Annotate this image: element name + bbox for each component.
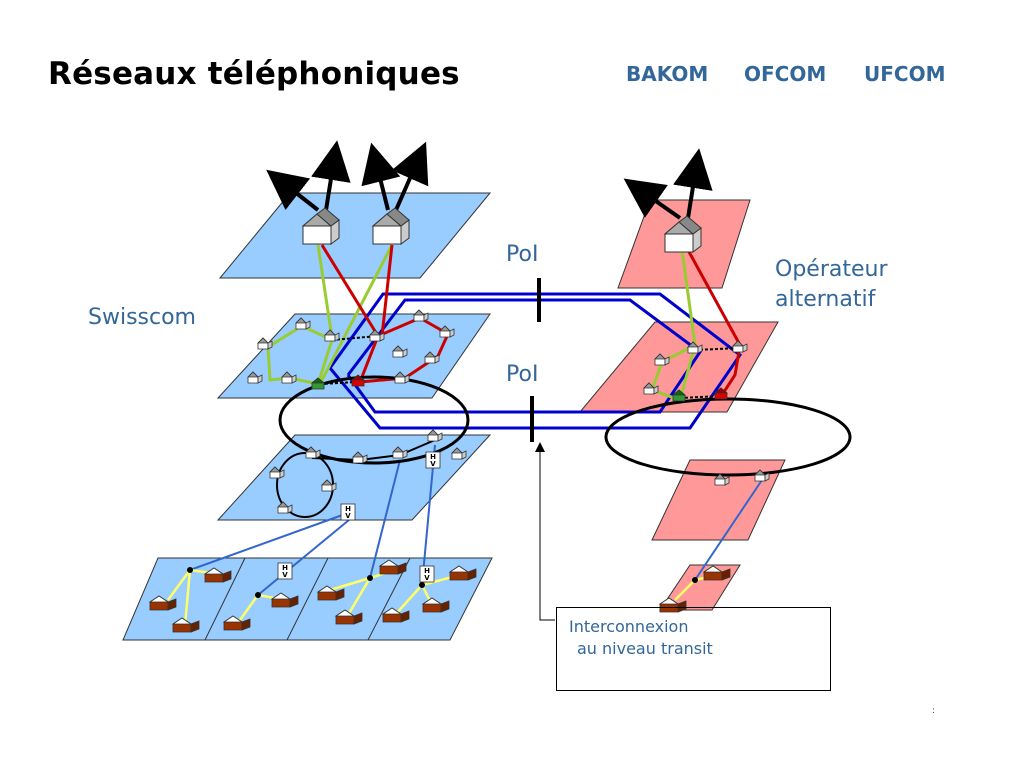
local-links [189, 439, 763, 596]
swisscom-plane-international [218, 192, 492, 279]
operator-label-line2: alternatif [775, 287, 876, 312]
swisscom-international-exchanges [266, 140, 429, 245]
operator-label-line1: Opérateur [775, 257, 888, 282]
interconnect-ellipse-swisscom [278, 375, 470, 465]
swisscom-label: Swisscom [88, 305, 196, 330]
transit-ring-outer [328, 292, 743, 430]
access-homes [149, 559, 731, 633]
alt-plane-local [651, 459, 786, 541]
page-number: : [932, 706, 936, 716]
alt-international-exchange [623, 148, 713, 253]
page-title: Réseaux téléphoniques [48, 56, 460, 92]
brand-ufcom: UFCOM [864, 62, 946, 86]
callout-line-2: au niveau transit [577, 639, 713, 659]
interconnect-ellipse-alt [604, 397, 852, 477]
callout-leader [535, 442, 555, 621]
interconnection-callout: Interconnexion au niveau transit [556, 607, 831, 691]
brand-ofcom: OFCOM [744, 62, 827, 86]
poi-label-top: PoI [506, 242, 539, 267]
brand-bakom: BAKOM [626, 62, 709, 86]
poi-label-bottom: PoI [506, 362, 539, 387]
callout-line-1: Interconnexion [569, 617, 689, 636]
